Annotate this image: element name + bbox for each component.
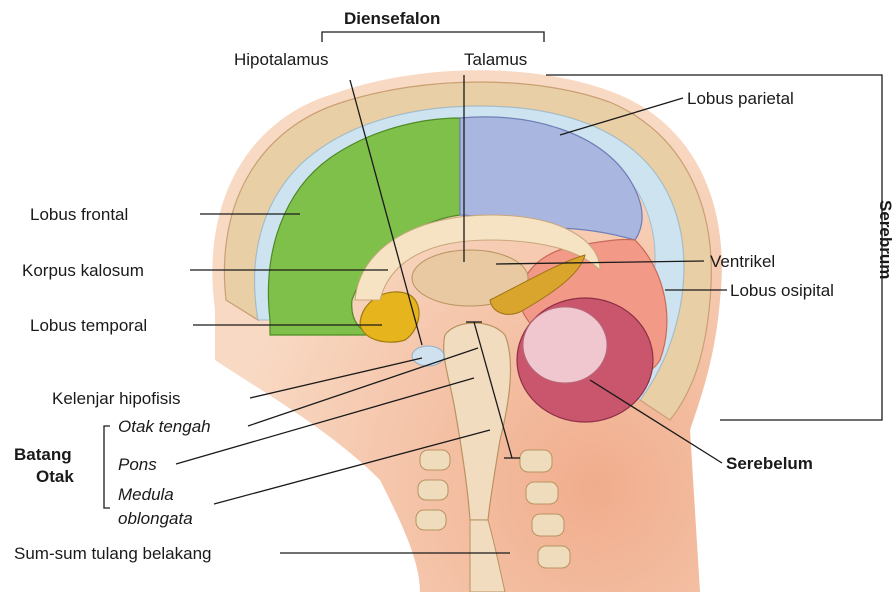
label-pons: Pons (118, 455, 157, 474)
label-serebrum: Serebrum (876, 200, 894, 279)
label-medula-1: Medula (118, 485, 174, 504)
label-batang-otak-1: Batang (14, 445, 72, 464)
label-lobus-temporal: Lobus temporal (30, 316, 147, 335)
label-ventrikel: Ventrikel (710, 252, 775, 271)
pituitary (412, 346, 444, 366)
label-diensefalon: Diensefalon (344, 9, 440, 28)
label-serebelum: Serebelum (726, 454, 813, 473)
label-lobus-parietal: Lobus parietal (687, 89, 794, 108)
label-medula-2: oblongata (118, 509, 193, 528)
label-talamus: Talamus (464, 50, 527, 69)
label-korpus-kalosum: Korpus kalosum (22, 261, 144, 280)
diensefalon-bracket (322, 32, 544, 42)
label-sumsum: Sum-sum tulang belakang (14, 544, 212, 563)
label-batang-otak-2: Otak (36, 467, 74, 486)
cerebellum-arbor (523, 307, 607, 383)
batang-otak-bracket (104, 426, 110, 508)
label-otak-tengah: Otak tengah (118, 417, 211, 436)
label-lobus-frontal: Lobus frontal (30, 205, 128, 224)
label-kelenjar-hipofisis: Kelenjar hipofisis (52, 389, 181, 408)
label-hipotalamus: Hipotalamus (234, 50, 329, 69)
label-lobus-osipital: Lobus osipital (730, 281, 834, 300)
